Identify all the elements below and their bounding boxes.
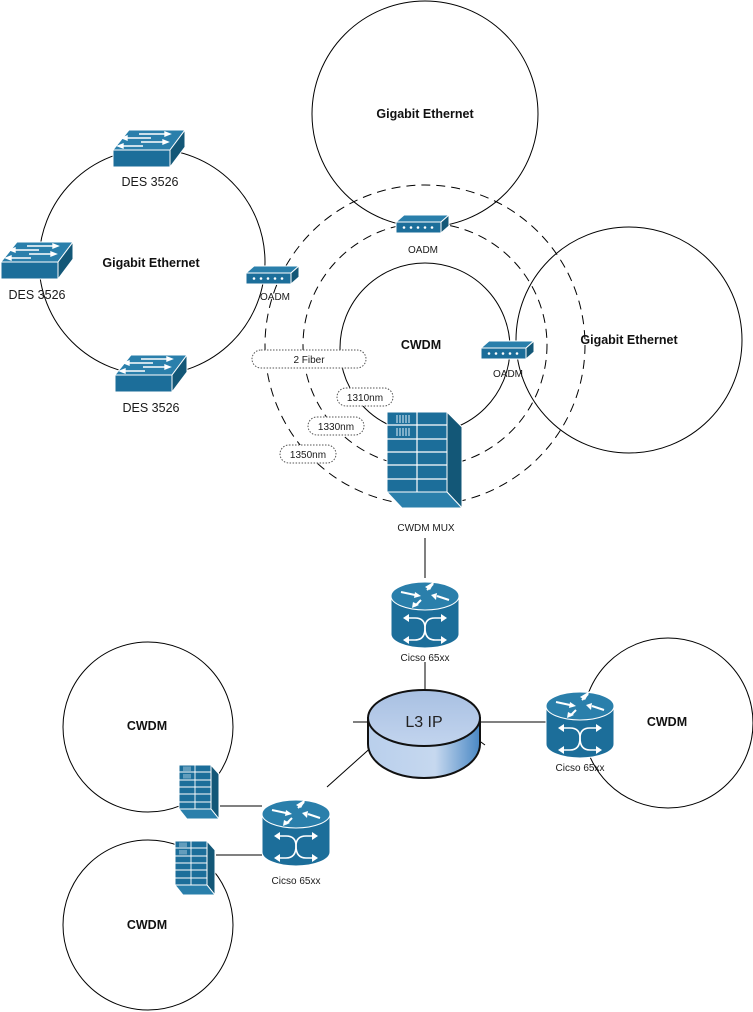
router-icon[interactable]: [390, 580, 460, 649]
cwdm-ring-bottom-left-lower: [62, 839, 234, 1011]
fiber-label-2-fiber: 2 Fiber: [251, 349, 367, 369]
fiber-label-1330nm: 1330nm: [307, 416, 365, 436]
oadm-label: OADM: [260, 292, 290, 303]
router-label: Cicso 65xx: [272, 876, 321, 887]
ring-label: Gigabit Ethernet: [580, 333, 678, 347]
cwdm-mux-icon[interactable]: [174, 840, 216, 896]
oadm-label: OADM: [493, 369, 523, 380]
oadm-label: OADM: [408, 245, 438, 256]
switch-icon[interactable]: [0, 241, 74, 280]
svg-text:1350nm: 1350nm: [290, 450, 326, 461]
router-icon[interactable]: [545, 690, 615, 759]
svg-text:1310nm: 1310nm: [347, 393, 383, 404]
ring-label: Gigabit Ethernet: [102, 256, 200, 270]
l3-ip-core[interactable]: L3 IP: [367, 689, 481, 779]
cwdm-mux-icon[interactable]: [178, 764, 220, 820]
oadm-icon[interactable]: [245, 265, 300, 285]
switch-label: DES 3526: [123, 401, 180, 415]
ring-label: Gigabit Ethernet: [376, 107, 474, 121]
oadm-icon[interactable]: [480, 340, 535, 360]
switch-label: DES 3526: [9, 288, 66, 302]
fiber-label-1350nm: 1350nm: [279, 444, 337, 464]
fiber-label-1310nm: 1310nm: [336, 387, 394, 407]
fiber-ring-1350nm: [264, 184, 586, 506]
mux-label: CWDM MUX: [397, 523, 455, 534]
switch-icon[interactable]: [112, 129, 186, 168]
link-l3-router-left: [326, 743, 376, 788]
router-icon[interactable]: [261, 798, 331, 867]
switch-label: DES 3526: [122, 175, 179, 189]
ring-label: CWDM: [127, 719, 167, 733]
switch-icon[interactable]: [114, 354, 188, 393]
ring-label: CWDM: [647, 715, 687, 729]
svg-text:2 Fiber: 2 Fiber: [293, 355, 325, 366]
svg-text:1330nm: 1330nm: [318, 422, 354, 433]
ring-label: CWDM: [401, 338, 441, 352]
gigabit-ethernet-ring-right: [515, 226, 743, 454]
oadm-icon[interactable]: [395, 214, 450, 234]
cwdm-ring-bottom-left-upper: [62, 641, 234, 813]
ring-label: CWDM: [127, 918, 167, 932]
l3-ip-label: L3 IP: [405, 714, 442, 731]
router-label: Cicso 65xx: [401, 653, 450, 664]
cwdm-mux-icon[interactable]: [386, 411, 463, 509]
l3-ip-disk-top: [367, 689, 481, 747]
router-label: Cicso 65xx: [556, 763, 605, 774]
